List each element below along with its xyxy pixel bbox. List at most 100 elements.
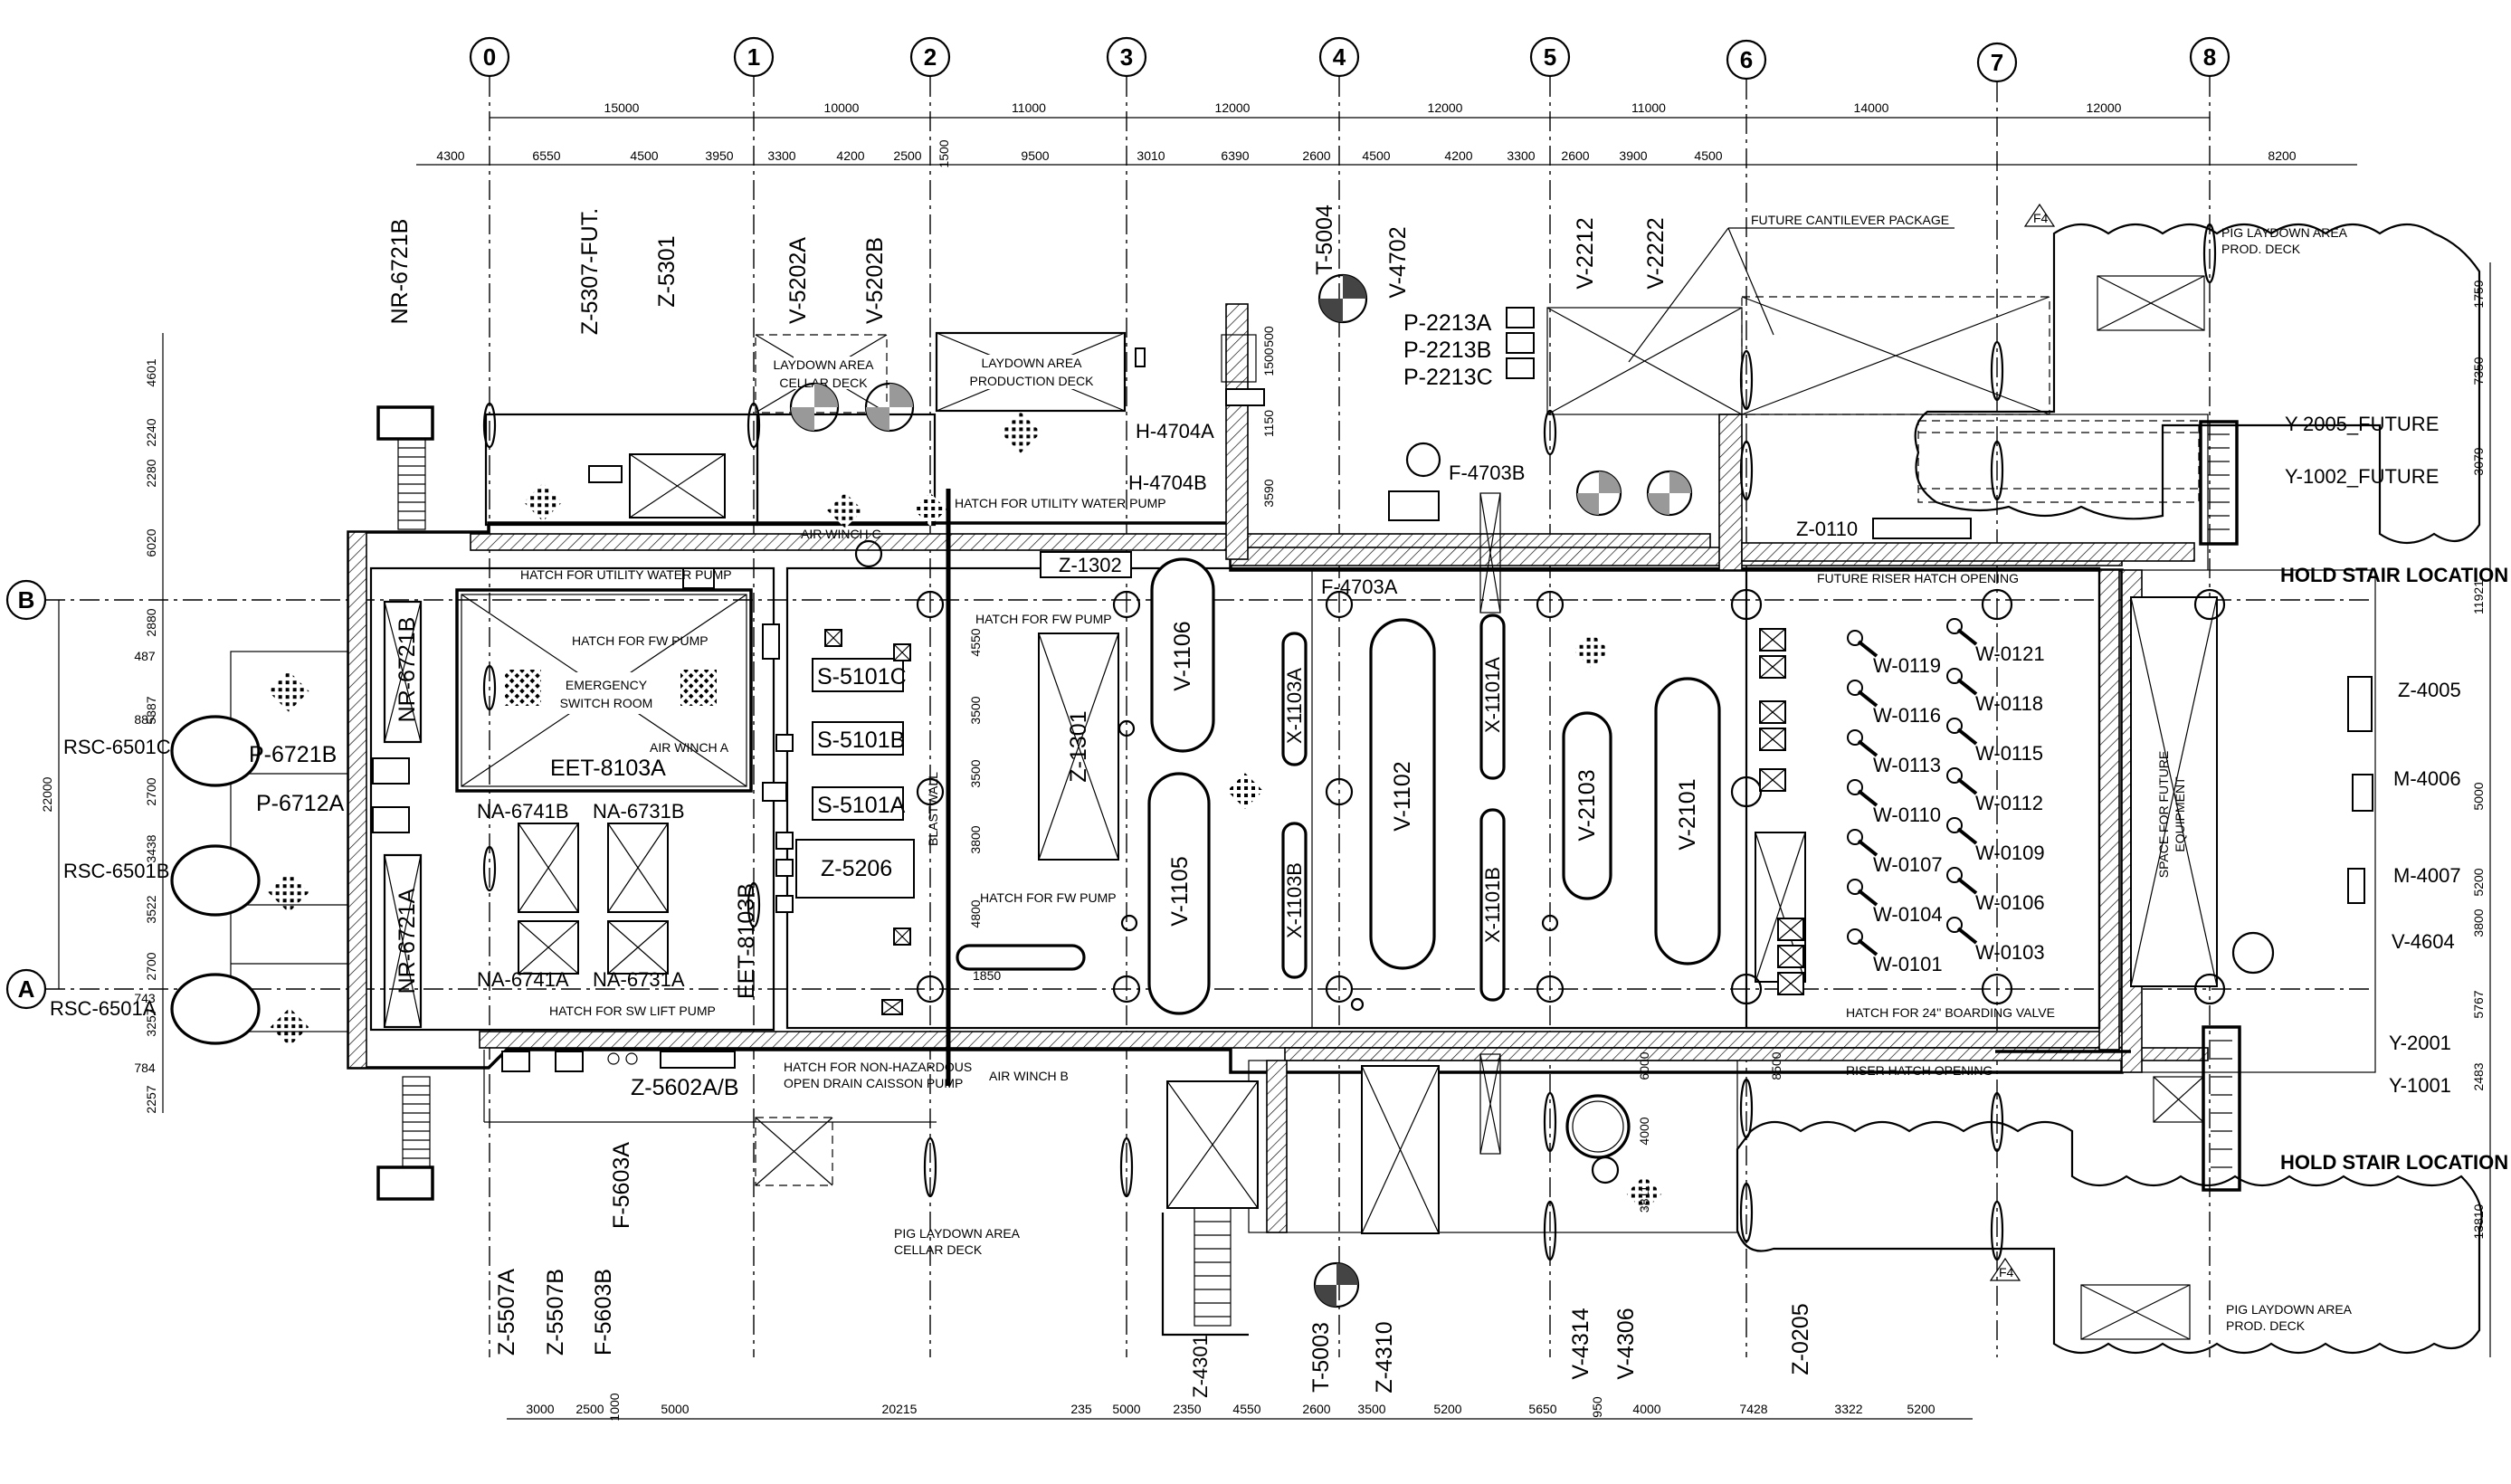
east-wall-hatch: [2098, 569, 2120, 1051]
well-slot-stem: [1857, 789, 1878, 807]
svg-text:3522: 3522: [144, 895, 158, 923]
svg-text:3590: 3590: [1261, 479, 1276, 507]
tag-v4702: V-4702: [1385, 226, 1411, 298]
tag-f4703a: F-4703A: [1321, 576, 1398, 598]
tag-z4005: Z-4005: [2398, 679, 2461, 701]
svg-text:5000: 5000: [1112, 1402, 1140, 1416]
tag-p2213a: P-2213A: [1403, 310, 1492, 336]
svg-text:HATCH FOR NON-HAZARDOUS: HATCH FOR NON-HAZARDOUS: [784, 1060, 972, 1074]
well-slot-stem: [1857, 640, 1878, 658]
tag-p2213c: P-2213C: [1403, 365, 1493, 390]
svg-text:F4: F4: [2033, 211, 2049, 225]
tag-v1105: V-1105: [1167, 856, 1193, 926]
dim-label: 2600: [1561, 148, 1589, 163]
well-label: W-0112: [1975, 792, 2043, 814]
well-slots: [1847, 618, 1978, 956]
svg-text:3438: 3438: [144, 834, 158, 862]
tag-m4007: M-4007: [2393, 864, 2461, 887]
svg-text:5000: 5000: [661, 1402, 689, 1416]
emergency-switch-room: EMERGENCY SWITCH ROOM: [455, 567, 753, 793]
svg-text:3500: 3500: [968, 759, 983, 787]
svg-text:PIG LAYDOWN AREA: PIG LAYDOWN AREA: [2221, 225, 2348, 240]
svg-text:2350: 2350: [1173, 1402, 1201, 1416]
svg-text:1: 1: [747, 43, 760, 71]
svg-text:4601: 4601: [144, 358, 158, 386]
svg-text:3500: 3500: [1357, 1402, 1385, 1416]
tag-z5206: Z-5206: [821, 856, 892, 881]
svg-text:B: B: [18, 586, 35, 614]
west-wall-hatch: [347, 531, 367, 1069]
column-markers: [482, 223, 2226, 1261]
tag-s5101a: S-5101A: [817, 793, 906, 818]
well-label: W-0106: [1975, 891, 2045, 914]
svg-text:500: 500: [1261, 326, 1276, 347]
dim-label: 12000: [1428, 100, 1463, 115]
svg-text:4550: 4550: [1232, 1402, 1260, 1416]
svg-text:2: 2: [924, 43, 937, 71]
well-label: W-0103: [1975, 941, 2045, 964]
tag-x1101a: X-1101A: [1481, 657, 1504, 733]
dim-label: 4500: [630, 148, 658, 163]
svg-text:2700: 2700: [144, 952, 158, 980]
svg-text:743: 743: [134, 991, 156, 1005]
tag-z5507b: Z-5507B: [543, 1269, 568, 1356]
well-label: W-0116: [1873, 704, 1941, 727]
dim-label: 9500: [1021, 148, 1049, 163]
well-slot-stem: [1956, 877, 1978, 895]
svg-text:3500: 3500: [968, 696, 983, 724]
tag-v4314: V-4314: [1568, 1308, 1593, 1379]
tag-y1001: Y-1001: [2389, 1074, 2451, 1097]
dim-label: 6550: [532, 148, 560, 163]
well-slot-stem: [1956, 728, 1978, 746]
tag-rsc6501a: RSC-6501A: [50, 997, 157, 1020]
dim-label: 8200: [2268, 148, 2296, 163]
svg-text:HATCH FOR UTILITY WATER PUMP: HATCH FOR UTILITY WATER PUMP: [520, 567, 732, 582]
tag-p6712a: P-6712A: [256, 791, 345, 816]
well-label: W-0118: [1975, 692, 2043, 715]
svg-text:LAYDOWN AREA: LAYDOWN AREA: [774, 357, 875, 372]
grid-axis-0: 0: [469, 36, 510, 1357]
svg-text:8500: 8500: [1769, 1051, 1783, 1080]
well-label: W-0115: [1975, 742, 2043, 765]
svg-text:LAYDOWN AREA: LAYDOWN AREA: [982, 356, 1083, 370]
well-label: W-0104: [1873, 903, 1943, 926]
tag-na6741a: NA-6741A: [477, 968, 569, 991]
svg-text:4800: 4800: [968, 899, 983, 928]
dim-label: 6390: [1221, 148, 1249, 163]
inner-dims: 4550 3500 3500 3800 4800 1850 1500 500 1…: [968, 326, 1783, 1213]
svg-text:4: 4: [1333, 43, 1346, 71]
svg-text:1150: 1150: [1261, 410, 1276, 437]
svg-text:5: 5: [1544, 43, 1556, 71]
svg-text:PIG LAYDOWN AREA: PIG LAYDOWN AREA: [2226, 1302, 2353, 1317]
svg-text:6000: 6000: [1637, 1051, 1651, 1080]
svg-text:CELLAR DECK: CELLAR DECK: [894, 1242, 983, 1257]
svg-text:HATCH FOR 24'' BOARDING VALVE: HATCH FOR 24'' BOARDING VALVE: [1846, 1005, 2055, 1020]
svg-text:1850: 1850: [973, 968, 1001, 983]
tag-y2005: Y-2005_FUTURE: [2285, 413, 2439, 435]
vessels: [789, 273, 2275, 1308]
svg-text:A: A: [18, 975, 35, 1003]
tag-na6731b: NA-6731B: [593, 800, 685, 823]
v1106-shape: [1150, 557, 1215, 753]
tag-z4310: Z-4310: [1372, 1321, 1397, 1393]
dim-label: 3300: [767, 148, 795, 163]
well-label: W-0121: [1975, 642, 2045, 665]
dimension-chain-left: 4601 2240 2280 6020 2880 487 5387 887 27…: [40, 333, 164, 1114]
tag-rsc6501b: RSC-6501B: [63, 860, 169, 882]
tag-z1302: Z-1302: [1059, 554, 1122, 576]
dim-label: 11000: [1012, 100, 1046, 115]
svg-text:7: 7: [1991, 49, 2003, 76]
tag-v2101: V-2101: [1675, 778, 1700, 850]
svg-text:6: 6: [1740, 46, 1753, 73]
pig-laydown-cloud-top: [1914, 224, 2481, 544]
svg-text:HATCH FOR FW PUMP: HATCH FOR FW PUMP: [980, 890, 1117, 905]
tag-p6721b: P-6721B: [249, 742, 337, 767]
well-label: W-0101: [1873, 953, 1943, 975]
tag-v5202a: V-5202A: [785, 237, 811, 324]
svg-text:5387: 5387: [144, 696, 158, 724]
tag-f5603a: F-5603A: [609, 1142, 634, 1229]
svg-text:950: 950: [1590, 1396, 1604, 1418]
well-slot-stem: [1857, 739, 1878, 757]
well-labels-left: W-0119 W-0116 W-0113 W-0110 W-0107 W-010…: [1873, 654, 1943, 975]
v1102-shape: [1369, 618, 1436, 970]
